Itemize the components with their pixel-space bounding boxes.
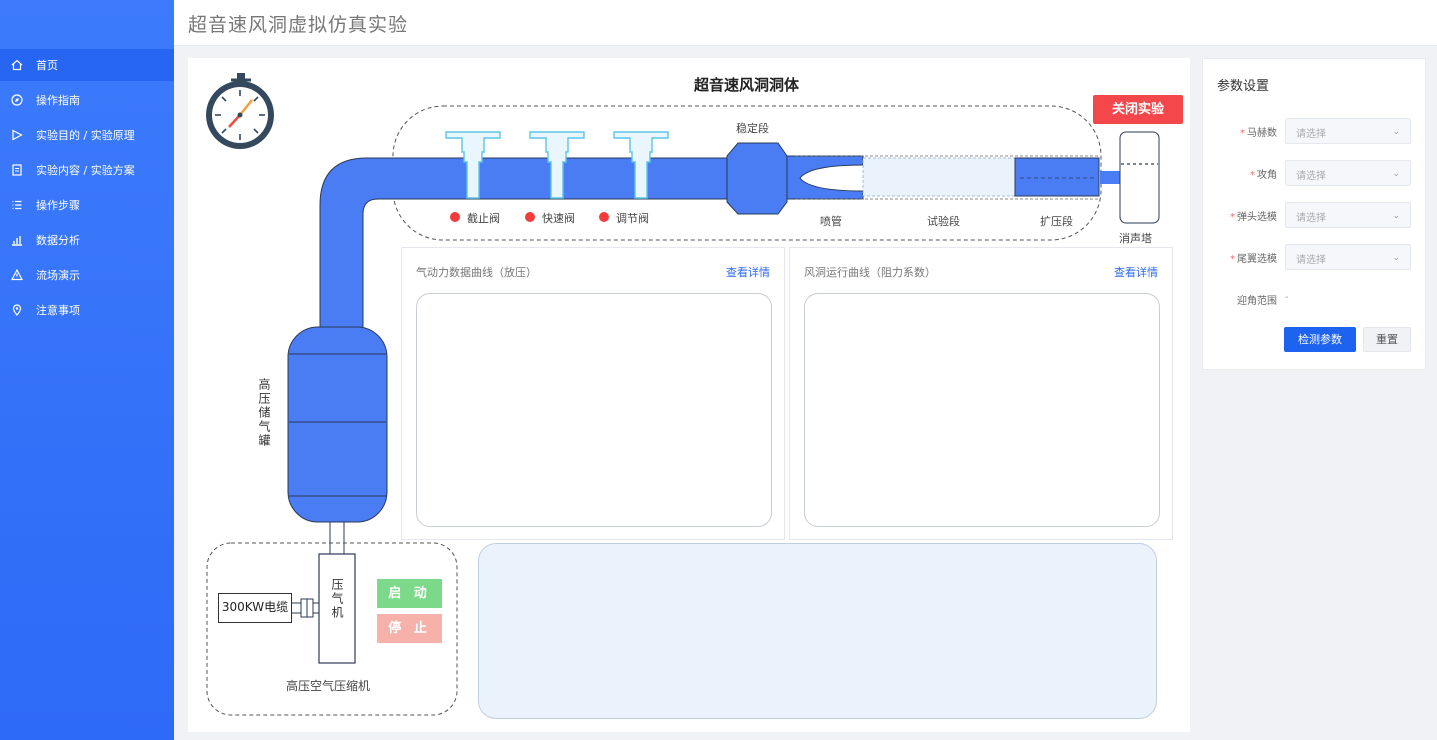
sidebar-item-steps[interactable]: 操作步骤 [0, 189, 174, 221]
motor-box: 300KW电缆 [218, 593, 292, 623]
range-value: - [1285, 292, 1289, 303]
chevron-down-icon: ⌄ [1392, 169, 1400, 179]
chart-area [416, 293, 772, 527]
reset-button[interactable]: 重置 [1363, 327, 1411, 352]
tail-select[interactable]: 请选择⌄ [1285, 244, 1411, 270]
field-tail: *尾翼选模 请选择⌄ [1203, 244, 1427, 270]
nozzle-label: 喷管 [820, 215, 842, 228]
test-section-label: 试验段 [927, 215, 960, 228]
document-icon [10, 163, 24, 177]
params-title: 参数设置 [1217, 79, 1270, 94]
sidebar-item-label: 注意事项 [36, 304, 80, 317]
chart-icon [10, 233, 24, 247]
sidebar-item-guide[interactable]: 操作指南 [0, 84, 174, 116]
muffler-tower [1119, 131, 1160, 224]
chart-title: 风洞运行曲线（阻力系数） [804, 266, 936, 279]
field-mach: *马赫数 请选择⌄ [1203, 118, 1427, 144]
sidebar-item-home[interactable]: 首页 [0, 49, 174, 81]
list-icon [10, 198, 24, 212]
settling-section [726, 142, 788, 215]
close-experiment-button[interactable]: 关闭实验 [1093, 95, 1183, 124]
muffler-tower-label: 消声塔 [1119, 232, 1152, 245]
sidebar-item-label: 流场演示 [36, 269, 80, 282]
sidebar-item-purpose[interactable]: 实验目的 / 实验原理 [0, 119, 174, 151]
sidebar-item-label: 操作指南 [36, 94, 80, 107]
app-title: 超音速风洞虚拟仿真实验 [188, 14, 409, 36]
flow-display-area [478, 543, 1157, 719]
view-details-link[interactable]: 查看详情 [726, 266, 770, 279]
play-icon [10, 128, 24, 142]
pressure-gauge-icon [206, 73, 274, 149]
sidebar-item-notes[interactable]: 注意事项 [0, 294, 174, 326]
valve-regulating [613, 131, 669, 199]
chevron-down-icon: ⌄ [1392, 253, 1400, 263]
warning-icon [10, 268, 24, 282]
nozzle [786, 155, 864, 200]
valve-status-dot [450, 212, 460, 222]
diagram-title: 超音速风洞洞体 [694, 76, 800, 94]
valve-label: 截止阀 [467, 212, 500, 225]
field-label: 尾翼选模 [1237, 254, 1277, 265]
compressor-inner-label: 压气机 [330, 578, 344, 620]
params-panel: 参数设置 *马赫数 请选择⌄ *攻角 请选择⌄ *弹头选模 请选择⌄ *尾翼选模… [1202, 58, 1426, 370]
sidebar-item-label: 操作步骤 [36, 199, 80, 212]
attack-angle-select[interactable]: 请选择⌄ [1285, 160, 1411, 186]
high-pressure-tank [287, 326, 388, 523]
sidebar-item-label: 实验目的 / 实验原理 [36, 129, 135, 142]
field-label: 马赫数 [1247, 128, 1277, 139]
sidebar: 首页 操作指南 实验目的 / 实验原理 实验内容 / 实验方案 操作步骤 数据分… [0, 0, 174, 740]
sidebar-item-label: 首页 [36, 59, 58, 72]
valve-label: 调节阀 [616, 212, 649, 225]
chart-panel-run: 风洞运行曲线（阻力系数） 查看详情 [789, 247, 1173, 540]
mach-select[interactable]: 请选择⌄ [1285, 118, 1411, 144]
valve-quick [529, 131, 585, 199]
valve-shutoff [445, 131, 501, 199]
stop-button[interactable]: 停 止 [377, 614, 442, 643]
tank-label: 高压储气罐 [257, 378, 271, 448]
field-attack-angle: *攻角 请选择⌄ [1203, 160, 1427, 186]
compass-icon [10, 93, 24, 107]
valve-status-dot [599, 212, 609, 222]
field-label: 弹头选模 [1237, 212, 1277, 223]
sidebar-item-analysis[interactable]: 数据分析 [0, 224, 174, 256]
warhead-select[interactable]: 请选择⌄ [1285, 202, 1411, 228]
field-warhead: *弹头选模 请选择⌄ [1203, 202, 1427, 228]
valve-status-dot [525, 212, 535, 222]
diffuser [1014, 157, 1100, 197]
chevron-down-icon: ⌄ [1392, 211, 1400, 221]
test-section [862, 157, 1016, 197]
chart-title: 气动力数据曲线（放压） [416, 266, 537, 279]
location-icon [10, 303, 24, 317]
chart-area [804, 293, 1160, 527]
chevron-down-icon: ⌄ [1392, 127, 1400, 137]
settling-section-label: 稳定段 [736, 122, 769, 135]
field-label: 迎角范围 [1237, 296, 1277, 307]
sidebar-item-flow[interactable]: 流场演示 [0, 259, 174, 291]
view-details-link[interactable]: 查看详情 [1114, 266, 1158, 279]
chart-panel-aero: 气动力数据曲线（放压） 查看详情 [401, 247, 785, 540]
home-icon [10, 58, 24, 72]
top-bar: 超音速风洞虚拟仿真实验 [174, 0, 1437, 46]
compressor-outline [206, 542, 458, 716]
compressor-label: 高压空气压缩机 [286, 679, 371, 693]
sidebar-item-label: 实验内容 / 实验方案 [36, 164, 135, 177]
start-button[interactable]: 启 动 [377, 579, 442, 608]
valve-label: 快速阀 [542, 212, 575, 225]
field-range: 迎角范围 - [1203, 286, 1427, 312]
compressor-body [318, 553, 356, 664]
sidebar-item-label: 数据分析 [36, 234, 80, 247]
diffuser-label: 扩压段 [1040, 215, 1073, 228]
detect-params-button[interactable]: 检测参数 [1284, 327, 1356, 352]
sidebar-item-content[interactable]: 实验内容 / 实验方案 [0, 154, 174, 186]
field-label: 攻角 [1257, 170, 1277, 181]
